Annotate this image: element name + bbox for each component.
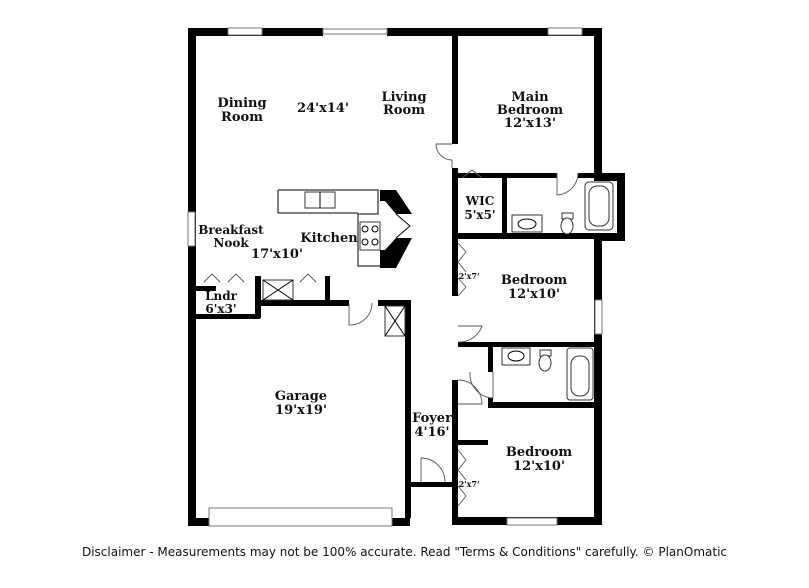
windows	[187, 27, 603, 527]
hall-bath-fixtures	[501, 347, 594, 401]
living-room-label-line2: Room	[383, 103, 425, 118]
room-labels: Dining Room 24'x14' Living Room Main Bed…	[198, 90, 572, 489]
kitchen-counters	[277, 189, 412, 268]
living-room-label-line1: Living	[381, 90, 426, 105]
hall-toilet-icon	[538, 354, 552, 372]
laundry-size: 6'x3'	[205, 302, 236, 316]
garage-label: Garage	[275, 389, 327, 404]
wic-size: 5'x5'	[464, 208, 495, 222]
laundry-fixtures	[262, 279, 406, 337]
foyer-size: 4'16'	[414, 425, 449, 440]
vanity-icon	[511, 214, 543, 233]
interior-walls	[196, 36, 602, 525]
main-bedroom-label-line1: Main	[511, 90, 549, 105]
breakfast-nook-label-line2: Nook	[213, 236, 249, 250]
living-room-size: 24'x14'	[297, 101, 349, 116]
main-bedroom-size: 12'x13'	[504, 116, 556, 131]
bedroom-3-label: Bedroom	[506, 445, 573, 460]
kitchen-label: Kitchen	[300, 231, 358, 246]
wic-label: WIC	[465, 194, 495, 208]
garage-size: 19'x19'	[275, 403, 327, 418]
master-bath-fixtures	[511, 181, 614, 235]
dining-room-label-line1: Dining	[217, 96, 266, 111]
foyer-label: Foyer	[412, 411, 452, 426]
breakfast-nook-label-line1: Breakfast	[198, 223, 264, 237]
hall-vanity-icon	[501, 347, 531, 366]
bedroom-2-size: 12'x10'	[508, 287, 560, 302]
kitchen-size: 17'x10'	[251, 247, 303, 262]
doors	[203, 143, 579, 507]
disclaimer-text: Disclaimer - Measurements may not be 100…	[81, 545, 728, 559]
range-icon	[359, 221, 381, 251]
dining-room-label-line2: Room	[221, 110, 263, 125]
bedroom-2-label: Bedroom	[501, 273, 568, 288]
main-bedroom-label-line2: Bedroom	[497, 103, 564, 118]
bedroom-3-closet-size: 2'x7'	[459, 479, 480, 489]
toilet-icon	[560, 217, 574, 235]
bedroom-2-closet-size: 2'x7'	[459, 271, 480, 281]
pantry-wall	[380, 190, 412, 214]
bedroom-3-size: 12'x10'	[513, 459, 565, 474]
laundry-label: Lndr	[205, 289, 238, 303]
